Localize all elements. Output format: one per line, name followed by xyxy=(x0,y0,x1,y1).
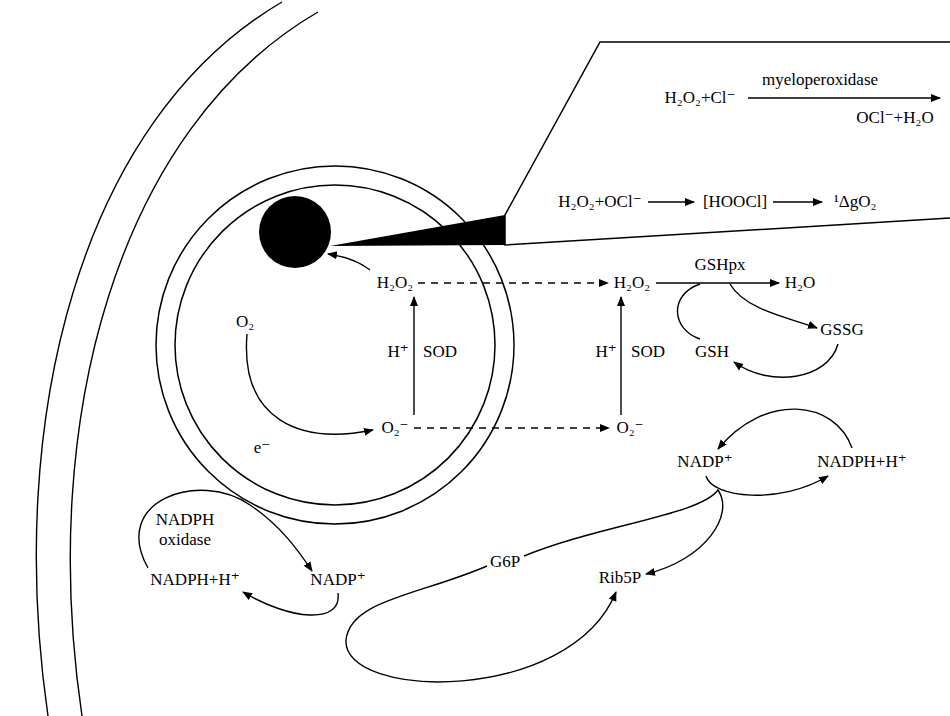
chemical-label: H₂O₂ xyxy=(614,273,650,293)
chemical-label: GSH xyxy=(695,342,729,362)
phagosome: H₂O₂ H⁺ SOD O₂ e⁻ O₂⁻ xyxy=(155,165,515,525)
phagosome-membrane xyxy=(175,185,495,505)
diffusion-arrow xyxy=(414,427,609,428)
chemical-label: NADPH+H⁺ xyxy=(150,570,239,590)
reaction-text: H₂O₂+Cl⁻ xyxy=(664,88,735,108)
reaction-arrow xyxy=(773,201,822,202)
myeloperoxidase-arrow xyxy=(748,97,940,98)
reaction-arrow xyxy=(648,201,694,202)
electron-transfer-arrow xyxy=(246,334,373,434)
chemical-label: NADP⁺ xyxy=(310,570,365,590)
chemical-label: H₂O xyxy=(785,273,815,293)
reaction-text: H₂O₂+OCl⁻ xyxy=(558,192,641,212)
nadp-reduction-arrow xyxy=(243,592,338,615)
enzyme-label: SOD xyxy=(631,342,665,362)
peroxide-to-bacterium-arrow xyxy=(328,254,370,270)
diffusion-arrow xyxy=(418,282,608,283)
sod-arrow xyxy=(620,297,621,415)
enzyme-label: GSHpx xyxy=(694,255,745,275)
chemical-label: H₂O₂ xyxy=(377,273,413,293)
chemical-label: NADPH+H⁺ xyxy=(817,452,906,472)
pentose-phosphate-arrow xyxy=(524,490,723,574)
chemical-label: O₂ xyxy=(236,312,254,332)
chemical-label: GSSG xyxy=(820,320,863,340)
chemical-label: O₂⁻ xyxy=(616,418,643,438)
chemical-label: Rib5P xyxy=(599,568,642,588)
phagosome-membrane xyxy=(156,166,514,524)
callout-box-outline xyxy=(505,42,950,245)
callout-outline xyxy=(505,42,950,245)
cell-membrane-inner xyxy=(70,12,318,716)
nadph-oxidation-arrow xyxy=(718,409,852,449)
chemical-label: O₂⁻ xyxy=(381,418,408,438)
chemical-label: H⁺ xyxy=(595,342,616,362)
chemical-label: e⁻ xyxy=(254,438,271,458)
glutathione-reductase-arrow xyxy=(734,344,838,377)
gshpx-arrow xyxy=(656,282,779,283)
enzyme-label: myeloperoxidase xyxy=(762,70,878,90)
callout-wedge xyxy=(330,215,505,246)
enzyme-label: SOD xyxy=(423,342,457,362)
callout-box: H₂O₂+Cl⁻ myeloperoxidaseOCl⁻+H₂O H₂O₂+OCl⁻… xyxy=(505,42,950,245)
nadp-reduction-arrow xyxy=(706,476,828,495)
reaction-text: [HOOCl] xyxy=(703,192,767,212)
chemical-label: NADP⁺ xyxy=(677,452,732,472)
bacterium xyxy=(259,196,331,268)
nadph-oxidase-arrow xyxy=(139,490,312,571)
cell-membrane-outer xyxy=(36,2,282,716)
sod-arrow xyxy=(413,297,414,415)
gsh-input-line xyxy=(677,284,700,339)
reaction-text: ¹ΔgO₂ xyxy=(834,192,877,212)
chemical-label: H⁺ xyxy=(387,342,408,362)
enzyme-label: NADPH oxidase xyxy=(156,510,215,549)
pentose-phosphate-arrow xyxy=(346,566,616,682)
reaction-text: OCl⁻+H₂O xyxy=(856,108,933,128)
phagosome-outline xyxy=(155,165,515,525)
chemical-label: G6P xyxy=(490,552,520,572)
